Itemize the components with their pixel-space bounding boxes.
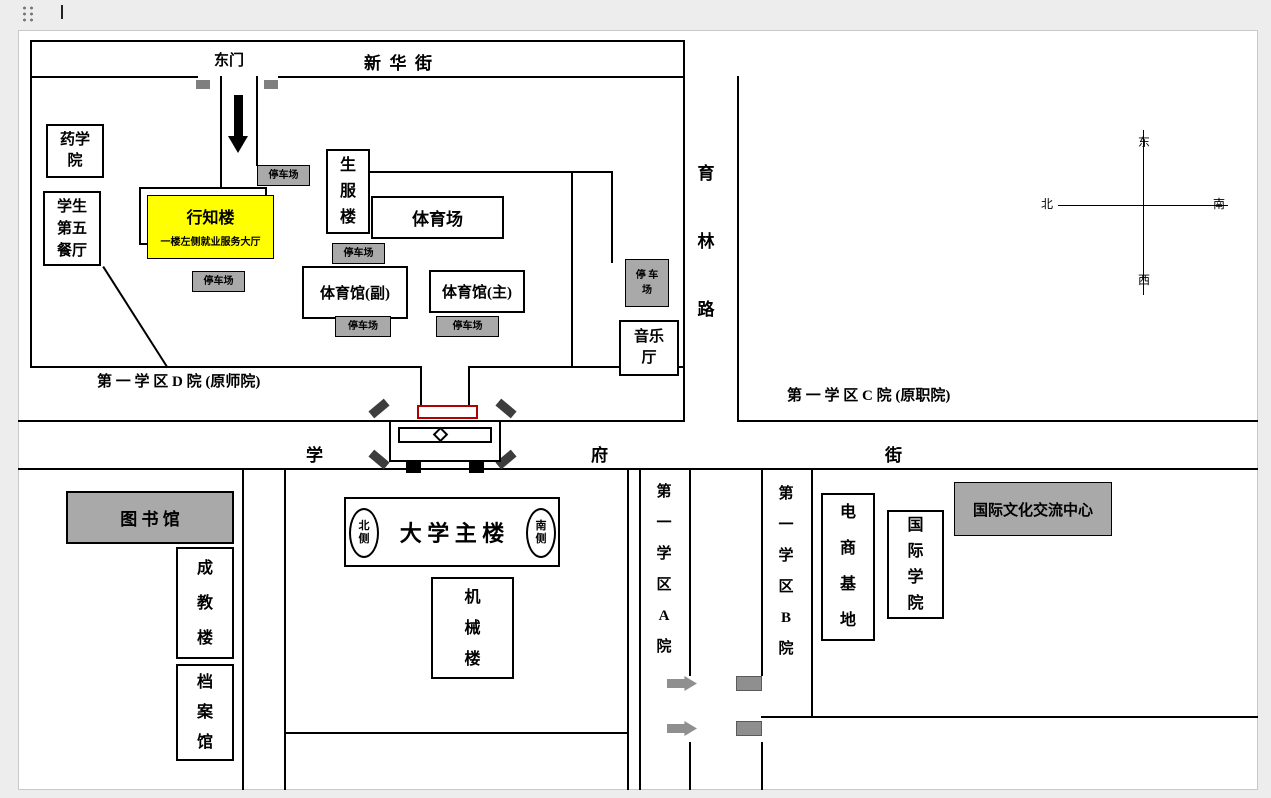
main-gate-road-west-line [420,366,422,407]
east-gate-post-left [196,80,210,89]
building-xingzhi-note: 一楼左侧就业服务大厅 [160,237,261,248]
crossing-block-1 [736,676,762,691]
south-building-top-line [284,732,629,734]
east-gate-post-right [264,80,278,89]
main-gate-road-east-line [468,366,470,407]
district-b-west-line-lower [761,742,763,790]
xuefu-street-top-line-east [737,420,1258,422]
district-b-east-line [811,468,813,718]
parking-lot-5: 停车场 [436,316,499,337]
district-c-label: 第 一 学 区 C 院 (原职院) [787,388,951,404]
district-d-boundary-line-east [468,366,685,368]
crossing-arrow-icon-2 [667,721,697,736]
crossing-block-2 [736,721,762,736]
district-b-label: 第 一 学 区 B 院 [778,486,794,657]
compass-horizontal-line [1058,205,1228,206]
building-xingzhi-title: 行知楼 [186,210,235,227]
parking-lot-6: 停 车 场 [625,259,669,307]
building-archives: 档 案 馆 [176,664,234,761]
building-stadium: 体育场 [371,196,504,239]
building-ecommerce-base: 电 商 基 地 [821,493,875,641]
east-gate-label: 东门 [214,53,245,69]
building-library: 图 书 馆 [66,491,234,544]
street-label-xuefu-fu: 府 [591,446,608,465]
compass-west-label: 西 [1138,273,1151,287]
parking-lot-3: 停车场 [192,271,245,292]
building-music-hall: 音乐 厅 [619,320,679,376]
entry-arrow-shaft [234,95,243,137]
main-gate-red-canopy [417,405,478,419]
inner-path-horizontal-line [369,171,613,173]
text-cursor [61,5,63,19]
yulin-road-east-line [737,76,739,422]
building-main: 大 学 主 楼 [344,497,560,567]
inner-path-vertical-line-1 [571,171,573,368]
parking-lot-2: 停车场 [332,243,385,264]
building-intl-college: 国 际 学 院 [887,510,944,619]
main-building-north-side: 北 侧 [349,508,379,558]
building-cafeteria-5: 学生 第五 餐厅 [43,191,101,266]
main-campus-east-line [627,468,629,790]
compass-vertical-line [1143,130,1144,295]
district-b-west-line-upper [761,468,763,676]
building-gym-aux: 体育馆(副) [302,266,408,319]
street-label-xuefu-xue: 学 [306,446,323,465]
compass-south-label: 南 [1213,197,1226,211]
street-label-xinhua: 新 华 街 [364,54,432,73]
inner-path-vertical-line-2 [611,171,613,263]
compass-north-label: 北 [1041,197,1054,211]
district-d-boundary-line-west [30,366,422,368]
street-label-xuefu-jie: 街 [885,446,902,465]
xinhua-street-bottom-line-east [278,76,683,78]
drag-handle-icon[interactable] [21,5,34,23]
building-machinery: 机 械 楼 [431,577,514,679]
main-gate-pillar-right [469,462,484,473]
building-shengfu: 生 服 楼 [326,149,370,234]
building-gym-main: 体育馆(主) [429,270,525,313]
parking-lot-1: 停车场 [257,165,310,186]
library-block-east-line [242,468,244,790]
district-a-label: 第 一 学 区 A 院 [656,484,672,655]
main-gate-pillar-left [406,462,421,473]
xuefu-street-top-line-west [18,420,683,422]
building-pharmacy: 药学 院 [46,124,104,178]
district-a-east-line-lower [689,742,691,790]
xinhua-street-bottom-line-west [30,76,198,78]
parking-lot-4: 停车场 [335,316,391,337]
xinhua-street-top-line [30,40,683,42]
district-a-west-line [639,468,641,790]
district-a-east-line-upper [689,468,691,676]
street-label-yulin: 育 林 路 [697,164,715,319]
east-gate-road-east-line [256,76,258,166]
building-intl-exchange-center: 国际文化交流中心 [954,482,1112,536]
compass-east-label: 东 [1138,135,1151,149]
yulin-road-west-line [683,40,685,422]
main-building-south-side: 南 侧 [526,508,556,558]
east-area-boundary-line [761,716,1258,718]
main-campus-west-line [284,468,286,790]
campus-west-boundary-line [30,40,32,368]
xuefu-street-bottom-line [18,468,1258,470]
building-adult-education: 成 教 楼 [176,547,234,659]
east-gate-road-west-line [220,76,222,190]
crossing-arrow-icon-1 [667,676,697,691]
document-page [18,30,1258,790]
entry-arrow-icon [228,136,248,153]
district-d-label: 第 一 学 区 D 院 (原师院) [97,374,261,390]
